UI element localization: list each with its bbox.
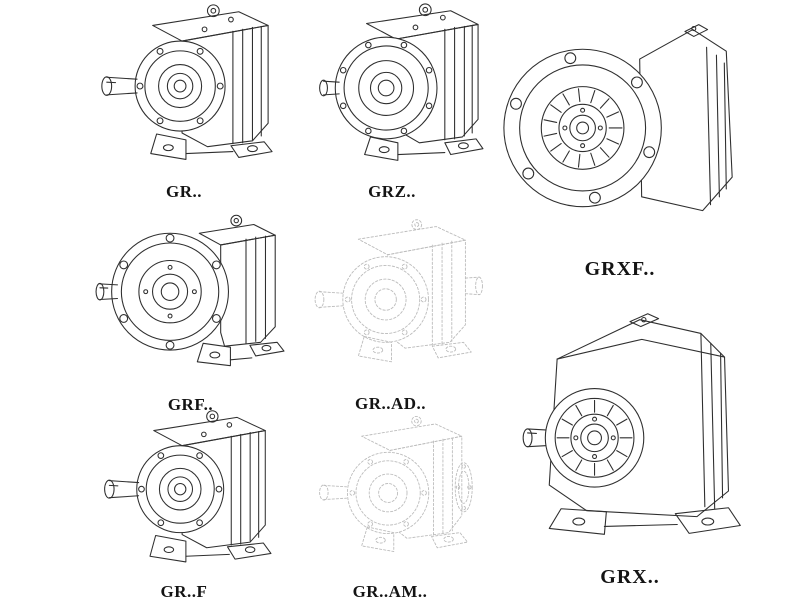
grx-input-hub — [544, 388, 645, 488]
gram-input-gearcase — [347, 451, 430, 535]
grx-input-shaft — [522, 428, 546, 448]
grff-housing-body — [153, 410, 266, 549]
gearbox-figure-grff: GR..F — [86, 406, 282, 602]
grff-mounting-feet — [149, 534, 272, 563]
grf-drawing — [95, 214, 285, 367]
gram-input-shaft — [319, 484, 347, 501]
grxf-drawing — [503, 24, 733, 212]
grz-input-shaft — [319, 79, 340, 97]
gearbox-figure-grf: GRF.. — [88, 206, 293, 415]
grad-output-stub — [464, 276, 483, 296]
gearbox-label-gram: GR..AM.. — [352, 582, 428, 601]
grxf-input-hub — [540, 86, 625, 170]
grf-housing-body — [198, 214, 276, 347]
grz-input-gearcase — [334, 36, 438, 140]
gearbox-label-grx: GRX.. — [600, 566, 660, 588]
gearbox-label-grf: GRF.. — [167, 395, 214, 414]
gearbox-label-grz: GRZ.. — [368, 182, 416, 201]
gearbox-label-grad: GR..AD.. — [354, 394, 427, 413]
grz-mounting-feet — [364, 136, 484, 161]
gr-drawing — [101, 4, 273, 160]
grad-input-shaft — [314, 290, 344, 309]
gram-mounting-feet — [361, 526, 468, 552]
grad-input-gearcase — [342, 256, 429, 343]
gr-input-shaft — [101, 76, 138, 96]
gearbox-figure-grz: GRZ.. — [294, 0, 490, 202]
grff-input-gearcase — [136, 445, 225, 534]
gram-output-flange — [454, 462, 473, 513]
grx-housing-body — [548, 313, 730, 518]
grz-drawing — [319, 3, 484, 161]
gearbox-figure-gram: GR..AM.. — [292, 406, 488, 602]
grxf-flange — [503, 48, 662, 208]
gearbox-figure-grxf: GRXF.. — [492, 2, 748, 281]
grf-flange — [111, 232, 230, 351]
grad-mounting-feet — [357, 336, 472, 363]
gearbox-figure-grad: GR..AD.. — [288, 210, 493, 414]
gearbox-label-gr: GR.. — [166, 182, 202, 201]
grff-drawing — [104, 410, 272, 563]
grx-mounting-feet — [548, 507, 741, 535]
gr-mounting-feet — [150, 133, 273, 160]
grxf-housing-body — [639, 24, 733, 212]
gr-input-gearcase — [134, 40, 226, 132]
grff-input-shaft — [104, 479, 140, 499]
gearbox-figure-grx: GRX.. — [492, 298, 768, 589]
gram-drawing — [319, 415, 473, 552]
grf-input-shaft — [95, 282, 119, 301]
gearbox-label-grxf: GRXF.. — [584, 258, 656, 280]
gearbox-figure-gr: GR.. — [86, 0, 282, 202]
gr-housing-body — [152, 4, 269, 148]
grf-mounting-feet — [196, 341, 285, 367]
grx-drawing — [522, 313, 741, 535]
gearbox-label-grff: GR..F — [160, 582, 208, 601]
grad-drawing — [314, 219, 483, 363]
